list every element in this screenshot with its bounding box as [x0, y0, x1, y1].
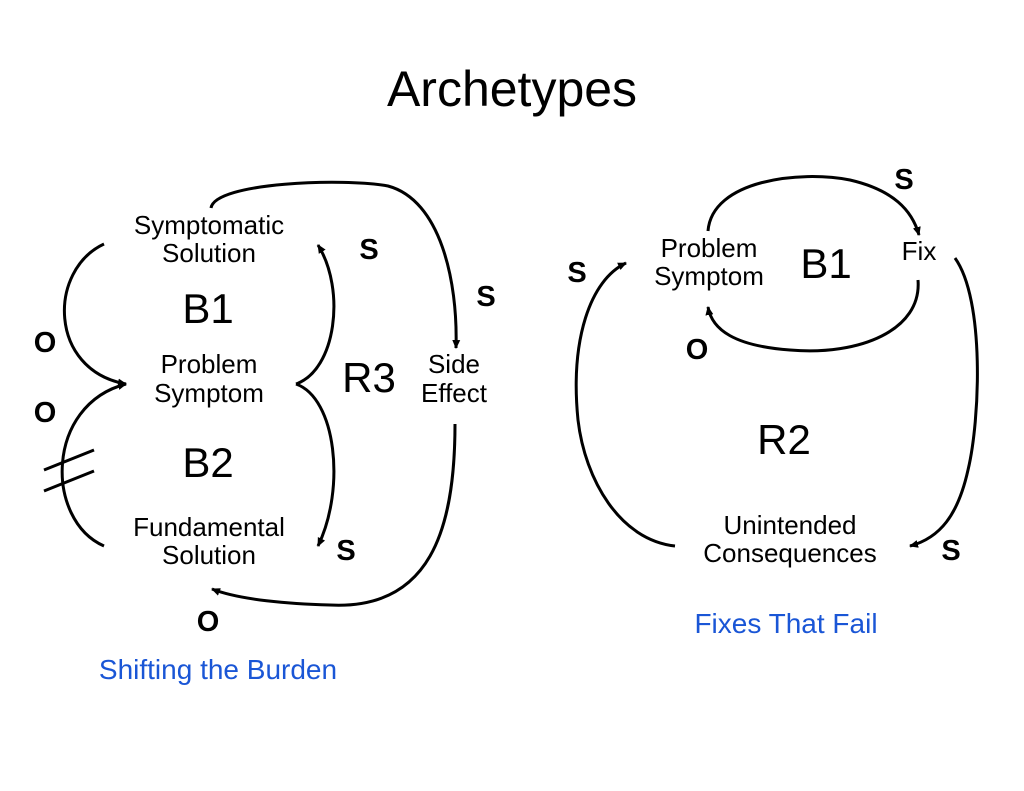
node-symptomatic-solution-line1: Symptomatic — [134, 210, 284, 240]
polarity-problem-to-fundamental: S — [336, 535, 355, 567]
node-problem-symptom-line1: Problem — [661, 233, 758, 263]
arrow-fundamental-to-problem — [60, 382, 127, 548]
node-fundamental-solution-line2: Solution — [162, 540, 256, 570]
polarity-symptomatic-to-side-effect: S — [476, 281, 495, 313]
node-side-effect-line1: Side — [428, 349, 480, 379]
polarity-fix-to-problem: O — [686, 334, 709, 366]
polarity-fundamental-to-problem: O — [34, 397, 57, 429]
arrow-problem-to-fundamental — [295, 382, 336, 547]
loop-r2-label: R2 — [757, 416, 811, 463]
node-unintended-consequences-line1: Unintended — [724, 510, 857, 540]
arrow-symptomatic-to-side-effect — [209, 180, 461, 349]
arrow-symptomatic-to-problem — [62, 242, 127, 387]
polarity-problem-to-fix: S — [894, 164, 913, 196]
arrow-side-effect-to-fundamental — [211, 423, 457, 607]
polarity-symptomatic-to-problem: O — [34, 327, 57, 359]
shifting-the-burden-diagram — [43, 180, 461, 607]
polarity-side-effect-to-fundamental: O — [197, 606, 220, 638]
node-side-effect-line2: Effect — [421, 378, 488, 408]
fixes-that-fail-diagram — [574, 175, 979, 548]
loop-b1-label: B1 — [182, 285, 233, 332]
node-fundamental-solution-line1: Fundamental — [133, 512, 285, 542]
delay-mark — [43, 448, 95, 472]
delay-mark — [43, 469, 95, 493]
arrow-consequences-to-problem — [574, 261, 676, 548]
arrow-fix-to-problem — [705, 279, 920, 353]
node-unintended-consequences-line2: Consequences — [703, 538, 876, 568]
caption-fixes-that-fail: Fixes That Fail — [694, 608, 877, 639]
node-problem-symptom-line1: Problem — [161, 349, 258, 379]
node-fix: Fix — [902, 236, 937, 266]
loop-r3-label: R3 — [342, 354, 396, 401]
arrow-problem-to-fix — [706, 175, 921, 236]
arrow-fix-to-consequences — [909, 257, 979, 548]
node-problem-symptom-line2: Symptom — [654, 261, 764, 291]
polarity-problem-to-symptomatic: S — [359, 234, 378, 266]
caption-shifting-the-burden: Shifting the Burden — [99, 654, 337, 685]
loop-b2-label: B2 — [182, 439, 233, 486]
polarity-consequences-to-problem: S — [567, 257, 586, 289]
arrow-problem-to-symptomatic — [295, 244, 336, 386]
node-symptomatic-solution-line2: Solution — [162, 238, 256, 268]
loop-b1-label: B1 — [800, 240, 851, 287]
node-problem-symptom-line2: Symptom — [154, 378, 264, 408]
polarity-fix-to-consequences: S — [941, 535, 960, 567]
page-title: Archetypes — [386, 61, 638, 117]
